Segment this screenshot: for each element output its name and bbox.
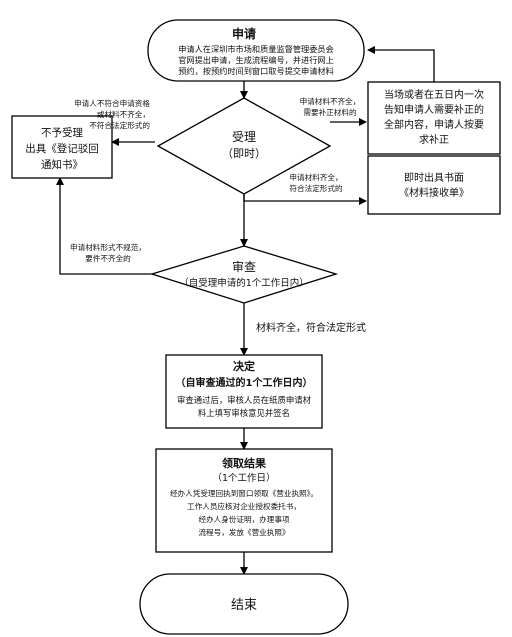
decide-box — [165, 354, 323, 429]
decide-subtitle: （自审查通过的1个工作日内） — [176, 376, 313, 389]
decide-line-1: 审查通过后，审核人员在纸质申请材 — [177, 395, 312, 405]
label-not-qualified-1: 申请人不符合申请资格 — [74, 98, 150, 108]
label-incomplete-1: 申请材料不齐全， — [300, 96, 361, 106]
receipt-line-2: 《材料接收单》 — [399, 186, 469, 199]
end-title: 结束 — [231, 598, 257, 613]
edge-review-to-reject — [56, 177, 152, 275]
accept-diamond — [156, 97, 332, 195]
label-complete-2: 符合法定形式的 — [289, 183, 343, 193]
apply-line-3: 预约，按预约时间到窗口取号提交申请材料 — [178, 66, 334, 76]
reject-line-2: 出具《登记驳回 — [25, 142, 99, 155]
supplement-line-3: 全部内容，申请人按要 — [384, 118, 484, 131]
accept-subtitle: （即时） — [222, 147, 266, 160]
edge-accept-to-receipt — [243, 194, 367, 205]
collect-line-3: 经办人身份证明，办理事项 — [198, 514, 290, 524]
label-incomplete-2: 需要补正材料的 — [303, 107, 357, 117]
supplement-line-4: 求补正 — [419, 133, 449, 146]
supplement-line-1: 当场或者在五日内一次 — [384, 88, 484, 101]
review-title: 审查 — [232, 259, 256, 274]
review-diamond — [149, 245, 339, 304]
collect-title: 领取结果 — [221, 456, 266, 470]
label-not-qualified-2: 或材料不齐全， — [97, 109, 150, 119]
label-not-qualified-3: 不符合法定形式的 — [89, 120, 150, 130]
apply-line-2: 官网提出申请，生成流程编号，并进行网上 — [178, 55, 334, 65]
reject-box — [11, 115, 113, 179]
supplement-line-2: 告知申请人需要补正的 — [384, 103, 484, 116]
end-node — [139, 573, 349, 635]
apply-node — [147, 19, 365, 82]
label-complete-1: 申请材料齐全， — [289, 172, 342, 182]
collect-box — [155, 448, 333, 553]
reject-line-1: 不予受理 — [41, 127, 83, 139]
apply-title: 申请 — [232, 26, 256, 41]
collect-subtitle: （1个工作日） — [212, 472, 275, 484]
receipt-line-1: 即时出具书面 — [404, 171, 464, 184]
edge-labels: 申请人不符合申请资格 或材料不齐全， 不符合法定形式的 申请材料不齐全， 需要补… — [70, 96, 366, 334]
review-subtitle: （自受理申请的1个工作日内） — [179, 277, 309, 289]
label-irregular-2: 要件不齐全的 — [85, 253, 131, 263]
collect-line-4: 流程号，发放《营业执照》 — [198, 527, 289, 537]
reject-line-3: 通知书》 — [41, 158, 83, 171]
decide-line-2: 料上填写审核意见并签名 — [198, 408, 290, 418]
receipt-box — [367, 155, 501, 215]
supplement-box — [367, 81, 501, 155]
decide-title: 决定 — [233, 359, 255, 373]
edge-supplement-to-apply — [367, 46, 435, 82]
apply-line-1: 申请人在深圳市市场和质量监督管理委员会 — [178, 44, 334, 54]
label-irregular-1: 申请材料形式不规范， — [70, 242, 146, 252]
node-text: 申请 申请人在深圳市市场和质量监督管理委员会 官网提出申请，生成流程编号，并进行… — [25, 26, 484, 613]
label-review-pass: 材料齐全，符合法定形式 — [256, 321, 366, 334]
accept-title: 受理 — [232, 130, 256, 144]
collect-line-1: 经办人凭受理回执到窗口领取《营业执照》。 — [170, 488, 318, 498]
collect-line-2: 工作人员应核对企业授权委托书， — [187, 501, 301, 511]
connectors — [56, 46, 435, 575]
